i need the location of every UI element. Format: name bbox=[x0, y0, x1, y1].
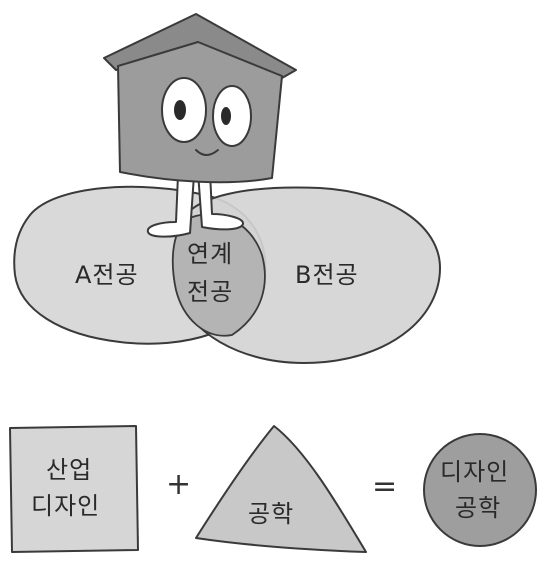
character-right-pupil bbox=[221, 107, 231, 125]
circle-label-2: 공학 bbox=[455, 494, 501, 522]
circle-label-1: 디자인 bbox=[440, 458, 509, 486]
box-label-1: 산업 bbox=[46, 456, 92, 484]
box-label-2: 디자인 bbox=[31, 492, 100, 520]
equals-sign: = bbox=[372, 469, 397, 504]
industrial-design-box bbox=[9, 425, 139, 553]
character-left-pupil bbox=[174, 100, 186, 120]
venn-diagram: A전공 B전공 연계 전공 bbox=[13, 185, 442, 364]
house-character bbox=[103, 13, 297, 238]
venn-label-a: A전공 bbox=[75, 261, 139, 289]
equation-row: 산업 디자인 + 공학 = 디자인 공학 bbox=[9, 425, 537, 553]
triangle-label: 공학 bbox=[248, 500, 294, 528]
design-engineering-circle bbox=[423, 433, 537, 547]
plus-sign: + bbox=[166, 467, 191, 502]
character-smile bbox=[195, 149, 219, 156]
venn-overlap-label-1: 연계 bbox=[187, 240, 233, 268]
character-left-leg bbox=[146, 174, 195, 238]
engineering-triangle bbox=[195, 425, 367, 553]
venn-label-b: B전공 bbox=[295, 261, 359, 289]
character-right-eye bbox=[212, 85, 252, 147]
venn-overlap-label-2: 전공 bbox=[187, 278, 233, 306]
character-right-leg bbox=[197, 171, 244, 231]
